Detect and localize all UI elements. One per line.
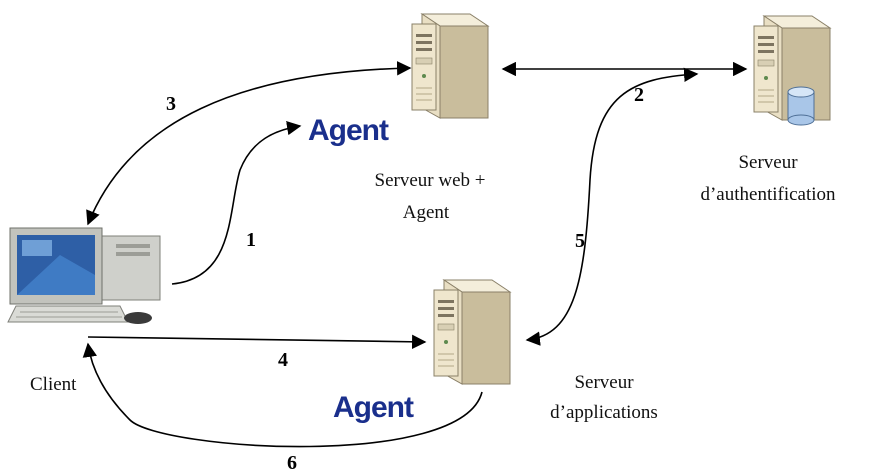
app-server-label-line-2: d’applications — [550, 402, 658, 423]
app-server — [433, 279, 511, 385]
desktop-computer-icon — [7, 227, 161, 324]
auth-server-label-line-1: Serveur — [738, 152, 798, 173]
step-label: 1 — [246, 229, 256, 251]
arrow-step-1 — [171, 120, 302, 285]
client-computer — [7, 227, 161, 324]
arrow-step-4 — [87, 334, 427, 350]
arrow-step-3 — [86, 61, 412, 226]
step-label: 3 — [166, 93, 176, 115]
server-tower-icon — [411, 13, 489, 119]
client-label: Client — [30, 374, 77, 395]
step-label: 2 — [634, 84, 644, 106]
step-label: 5 — [575, 230, 585, 252]
server-tower-icon — [433, 279, 511, 385]
step-label: 4 — [278, 349, 288, 371]
arrow-step-6 — [82, 342, 483, 448]
auth-server — [753, 15, 831, 126]
app-server-label-line-1: Serveur — [574, 372, 634, 393]
web-server — [411, 13, 489, 119]
agent-badge: Agent — [333, 391, 414, 424]
web-server-label-line-1: Serveur web + — [375, 170, 486, 191]
auth-server-label-line-2: d’authentification — [700, 184, 836, 205]
database-icon — [787, 86, 815, 126]
agent-badge: Agent — [308, 114, 389, 147]
step-label: 6 — [287, 452, 297, 472]
arrow-step-5 — [525, 67, 699, 346]
web-server-label-line-2: Agent — [403, 202, 450, 223]
